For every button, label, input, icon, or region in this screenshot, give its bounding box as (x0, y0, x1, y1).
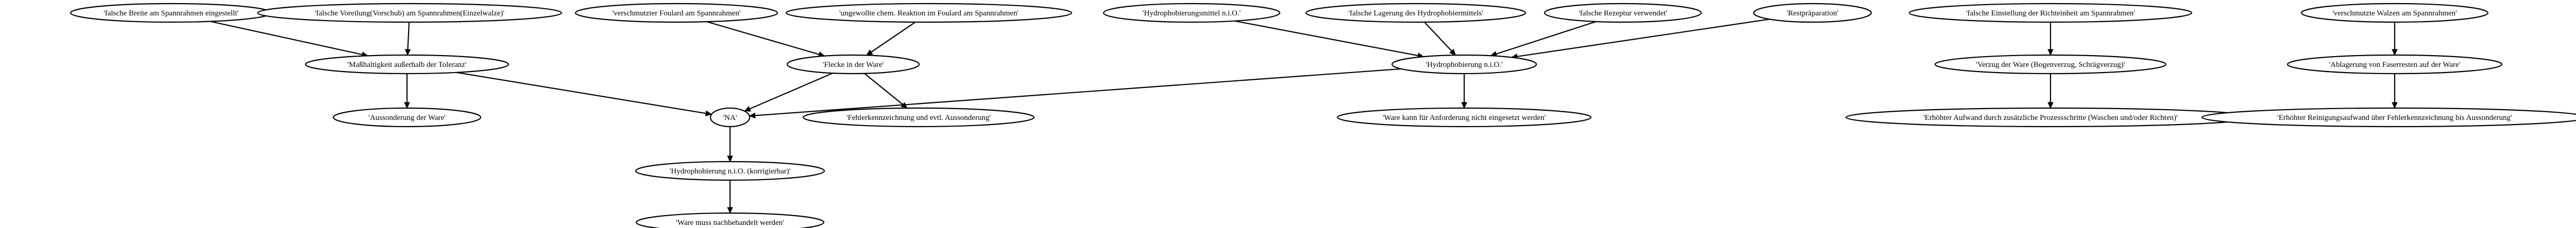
node-ellipse (2286, 54, 2503, 75)
node-ellipse (635, 161, 825, 181)
edge-n13-to-n17 (755, 68, 1402, 116)
node-label: 'NA' (723, 114, 737, 122)
node-label: 'falsche Rezeptur verwendet' (1579, 9, 1667, 17)
diagram-node-n6: 'falsche Lagerung des Hydrophobiermittel… (1305, 3, 1527, 23)
arrowhead-n15-to-n21 (2392, 102, 2398, 109)
edge-n12-to-n18 (864, 73, 904, 106)
node-ellipse (2300, 3, 2489, 23)
diagram-node-n9: 'falsche Einstellung der Richteinheit am… (1908, 3, 2193, 23)
node-ellipse (786, 54, 920, 75)
diagram-node-n7: 'falsche Rezeptur verwendet' (1544, 3, 1702, 23)
node-label: 'ungewollte chem. Reaktion im Foulard am… (839, 9, 1019, 17)
node-label: 'Maßhaltigkeit außerhalb der Toleranz' (347, 61, 466, 69)
edge-n11-to-n17 (456, 72, 706, 114)
diagram-node-n13: 'Hydrophobierung n.i.O.' (1391, 54, 1537, 75)
diagram-node-n8: 'Restpräparation' (1753, 3, 1872, 23)
diagram-node-n11: 'Maßhaltigkeit außerhalb der Toleranz' (304, 54, 510, 75)
node-label: 'falsche Einstellung der Richteinheit am… (1966, 9, 2136, 17)
edge-n3-to-n12 (706, 21, 820, 55)
arrowhead-n4-to-n12 (866, 49, 873, 56)
edge-layer (210, 19, 2398, 214)
node-ellipse (2201, 107, 2576, 128)
node-ellipse (1305, 3, 1527, 23)
diagram-node-n15: 'Ablagerung von Faserresten auf der Ware… (2286, 54, 2503, 75)
node-label: 'Flecke in der Ware' (823, 61, 884, 69)
arrowhead-n2-to-n11 (404, 49, 411, 56)
arrowhead-n6-to-n13 (1449, 48, 1456, 56)
diagram-node-n4: 'ungewollte chem. Reaktion im Foulard am… (785, 3, 1073, 23)
edge-n12-to-n17 (749, 73, 833, 110)
diagram-node-n22: 'Hydrophobierung n.i.O. (korrigierbar)' (635, 161, 825, 181)
diagram-node-n1: 'falsche Breite am Spannrahmen eingestel… (70, 3, 273, 23)
node-ellipse (332, 107, 482, 128)
edge-n6-to-n13 (1424, 22, 1452, 51)
node-label: 'falsche Voreilung(Vorschub) am Spannrah… (315, 9, 505, 17)
node-ellipse (1544, 3, 1702, 23)
node-ellipse (257, 3, 563, 23)
diagram-node-n12: 'Flecke in der Ware' (786, 54, 920, 75)
edge-n5-to-n13 (1234, 20, 1418, 57)
arrowhead-n9-to-n14 (2047, 49, 2054, 56)
node-ellipse (1934, 54, 2167, 75)
node-label: 'Hydrophobierung n.i.O.' (1426, 61, 1503, 69)
edge-n2-to-n11 (407, 22, 410, 50)
node-ellipse (1908, 3, 2193, 23)
node-label: 'falsche Breite am Spannrahmen eingestel… (104, 9, 239, 17)
edge-n7-to-n13 (1496, 21, 1597, 55)
edge-n1-to-n11 (210, 21, 363, 56)
node-ellipse (1336, 107, 1592, 128)
node-label: 'Restpräparation' (1787, 9, 1839, 17)
diagram-node-n23: 'Ware muss nachbehandelt werden' (635, 212, 825, 228)
node-label: 'Hydrophobierung n.i.O. (korrigierbar)' (670, 167, 791, 176)
node-label: 'Hydrophobierungsmittel n.i.O.' (1143, 9, 1241, 17)
node-label: 'Erhöhter Reinigungsaufwand über Fehlerk… (2277, 114, 2512, 122)
node-label: 'Verzug der Ware (Bogenverzug, Schrägver… (1976, 61, 2125, 69)
node-label: 'verschmutzter Foulard am Spannrahmen' (612, 9, 740, 17)
node-ellipse (304, 54, 510, 75)
node-layer: 'falsche Breite am Spannrahmen eingestel… (70, 3, 2576, 228)
node-label: 'Ware muss nachbehandelt werden' (676, 219, 784, 227)
diagram-node-n14: 'Verzug der Ware (Bogenverzug, Schrägver… (1934, 54, 2167, 75)
arrowhead-n13-to-n17 (749, 112, 756, 119)
node-ellipse (1753, 3, 1872, 23)
edge-n8-to-n13 (1517, 19, 1770, 57)
arrowhead-n11-to-n17 (705, 110, 713, 116)
diagram-node-n5: 'Hydrophobierungsmittel n.i.O.' (1103, 3, 1281, 23)
node-ellipse (785, 3, 1073, 23)
arrowhead-n11-to-n16 (404, 102, 410, 109)
diagram-node-n17: 'NA' (709, 107, 751, 128)
node-label: 'Ware kann für Anforderung nicht eingese… (1383, 114, 1546, 122)
diagram-node-n20: 'Erhöhter Aufwand durch zusätzliche Proz… (1845, 107, 2256, 128)
diagram-node-n19: 'Ware kann für Anforderung nicht eingese… (1336, 107, 1592, 128)
node-ellipse (635, 212, 825, 228)
node-label: 'verschmutzte Walzen am Spannrahmen' (2332, 9, 2457, 17)
node-label: 'Fehlerkennzeichnung und evtl. Aussonder… (846, 114, 991, 122)
node-ellipse (1103, 3, 1281, 23)
node-ellipse (1391, 54, 1537, 75)
node-ellipse (709, 107, 751, 128)
node-label: 'Aussonderung der Ware' (368, 114, 446, 122)
arrowhead-n10-to-n15 (2392, 49, 2398, 56)
diagram-node-n2: 'falsche Voreilung(Vorschub) am Spannrah… (257, 3, 563, 23)
arrowhead-n13-to-n19 (1461, 102, 1467, 109)
diagram-node-n18: 'Fehlerkennzeichnung und evtl. Aussonder… (802, 107, 1035, 128)
edge-n4-to-n12 (871, 22, 916, 53)
arrowhead-n14-to-n20 (2047, 102, 2054, 109)
node-label: 'Ablagerung von Faserresten auf der Ware… (2329, 61, 2460, 69)
arrowhead-n17-to-n22 (727, 155, 733, 163)
diagram-node-n16: 'Aussonderung der Ware' (332, 107, 482, 128)
node-label: 'Erhöhter Aufwand durch zusätzliche Proz… (1923, 114, 2178, 122)
diagram-node-n3: 'verschmutzter Foulard am Spannrahmen' (574, 3, 778, 23)
arrowhead-n22-to-n23 (727, 207, 733, 214)
arrowhead-n12-to-n17 (743, 106, 751, 112)
diagram-node-n10: 'verschmutzte Walzen am Spannrahmen' (2300, 3, 2489, 23)
node-label: 'falsche Lagerung des Hydrophobiermittel… (1348, 9, 1483, 17)
node-ellipse (802, 107, 1035, 128)
node-ellipse (574, 3, 778, 23)
diagram-node-n21: 'Erhöhter Reinigungsaufwand über Fehlerk… (2201, 107, 2576, 128)
